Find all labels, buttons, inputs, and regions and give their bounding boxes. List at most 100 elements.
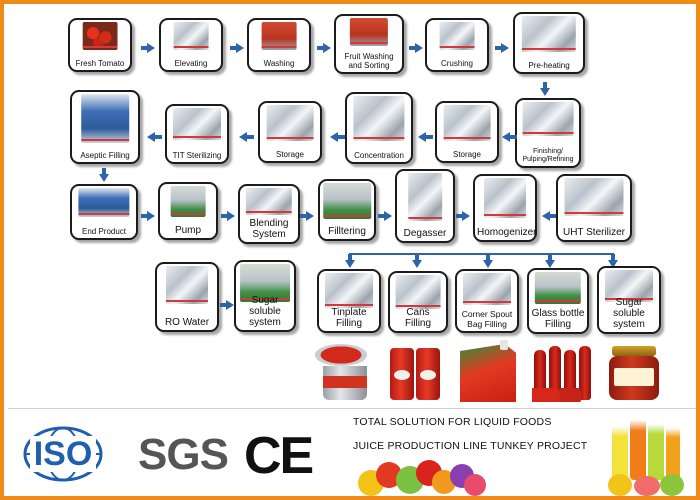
distribution-line (349, 253, 614, 255)
finisher-image (522, 102, 574, 137)
fresh-tomato-image (82, 22, 118, 50)
node-tit-sterilizing: TIT Sterilizing (165, 104, 229, 164)
arrow-icon (300, 211, 314, 221)
node-label: Elevating (174, 59, 208, 68)
arrow-icon (456, 211, 470, 221)
uht-sterilizer-image (564, 178, 624, 217)
node-degasser: Degasser (395, 169, 455, 243)
node-aseptic-filling: Aseptic Filling (70, 90, 140, 164)
arrow-icon (542, 211, 557, 221)
node-label: Fresh Tomato (75, 59, 125, 68)
node-elevating: Elevating (159, 18, 223, 72)
arrow-icon (540, 82, 550, 96)
glass-bottle-filler-image (534, 272, 582, 305)
node-label: Sugar soluble system (249, 295, 281, 328)
elevator-image (173, 22, 209, 50)
node-homogenizer: Homogenizer (473, 174, 537, 242)
node-pre-heating: Pre-heating (513, 12, 585, 74)
node-label: Degasser (403, 228, 447, 239)
node-label: Cans Filling (404, 307, 432, 329)
node-blending-system: Blending System (238, 184, 300, 244)
arrow-icon (239, 132, 254, 142)
node-label: Storage (452, 150, 482, 159)
degasser-image (408, 173, 442, 221)
node-filtering: Filltering (318, 179, 376, 241)
arrow-icon (545, 254, 555, 268)
arrow-icon (221, 211, 235, 221)
node-label: Blending System (249, 218, 289, 240)
arrow-icon (418, 132, 433, 142)
sugar-system-image (605, 270, 653, 302)
pre-heater-image (521, 16, 577, 52)
node-pump: Pump (158, 182, 218, 240)
arrow-icon (483, 254, 493, 268)
node-concentration: Concentration (345, 92, 413, 164)
node-label: Storage (275, 150, 305, 159)
node-label: Pre-heating (528, 61, 570, 70)
node-storage-1: Storage (435, 101, 499, 163)
node-sugar-soluble-1: Sugar soluble system (234, 260, 296, 332)
node-label: Finishing/ Pulping/Refining (522, 148, 574, 163)
washing-machine-image (261, 22, 297, 50)
crusher-image (439, 22, 475, 50)
juice-glasses-image (604, 414, 688, 496)
ro-water-image (166, 266, 208, 305)
pump-image (170, 186, 206, 218)
blending-tank-image (245, 188, 293, 215)
node-label: Corner Spout Bag Filling (461, 309, 513, 329)
node-label: Homogenizer (477, 227, 537, 238)
arrow-icon (220, 300, 234, 310)
spout-bag-filler-image (463, 273, 511, 306)
tinplate-filler-image (325, 273, 373, 308)
iso-logo: ISO (22, 424, 104, 484)
footer-banner: ISO SGS CE TOTAL SOLUTION FOR LIQUID FOO… (8, 408, 696, 496)
tagline-2: JUICE PRODUCTION LINE TUNKEY PROJECT (353, 440, 588, 452)
node-label: Filltering (328, 226, 366, 237)
cans-filler-image (395, 275, 441, 309)
node-crushing: Crushing (425, 18, 489, 72)
ce-mark: CE (244, 427, 314, 485)
node-corner-spout: Corner Spout Bag Filling (455, 269, 519, 333)
node-label: Pump (174, 225, 202, 236)
node-sugar-soluble-2: Sugar soluble system (597, 266, 661, 334)
node-label: TIT Sterilizing (172, 151, 222, 160)
node-glass-bottle: Glass bottle Filling (527, 268, 589, 334)
filter-image (323, 183, 371, 219)
node-fruit-washing-sorting: Fruit Washing and Sorting (334, 14, 404, 74)
arrow-icon (330, 132, 345, 142)
end-product-image (78, 188, 130, 218)
glass-bottle-product-image (530, 340, 600, 404)
node-label: Fruit Washing and Sorting (344, 52, 394, 70)
node-label: Glass bottle Filling (531, 308, 585, 330)
fruit-cluster-image (358, 456, 488, 496)
sorting-line-image (349, 18, 389, 46)
node-washing: Washing (247, 18, 311, 72)
arrow-icon (147, 132, 162, 142)
storage-tank-image (443, 105, 491, 141)
node-ro-water: RO Water (155, 262, 219, 332)
tit-sterilizer-image (173, 108, 221, 141)
arrow-icon (608, 254, 618, 268)
node-tinplate-filling: Tinplate Filling (317, 269, 381, 333)
storage-tank-image (266, 105, 314, 141)
tagline-1: TOTAL SOLUTION FOR LIQUID FOODS (353, 416, 552, 428)
footer-divider (8, 408, 696, 409)
tin-can-product-image (309, 340, 377, 404)
node-label: Washing (263, 59, 295, 68)
homogenizer-image (484, 178, 526, 218)
arrow-icon (378, 211, 392, 221)
evaporator-image (353, 96, 405, 141)
iso-text: ISO (30, 436, 96, 472)
arrow-icon (141, 43, 155, 53)
node-cans-filling: Cans Filling (388, 271, 448, 333)
canned-juice-product-image (382, 340, 448, 404)
sugar-system-image (240, 264, 290, 303)
node-fresh-tomato: Fresh Tomato (68, 18, 132, 72)
aseptic-filler-image (81, 94, 129, 143)
arrow-icon (141, 211, 155, 221)
node-end-product: End Product (70, 184, 138, 240)
node-finishing: Finishing/ Pulping/Refining (515, 98, 581, 168)
node-label: RO Water (164, 317, 210, 328)
process-flow-diagram: Fresh Tomato Elevating Washing Fruit Was… (4, 4, 696, 404)
